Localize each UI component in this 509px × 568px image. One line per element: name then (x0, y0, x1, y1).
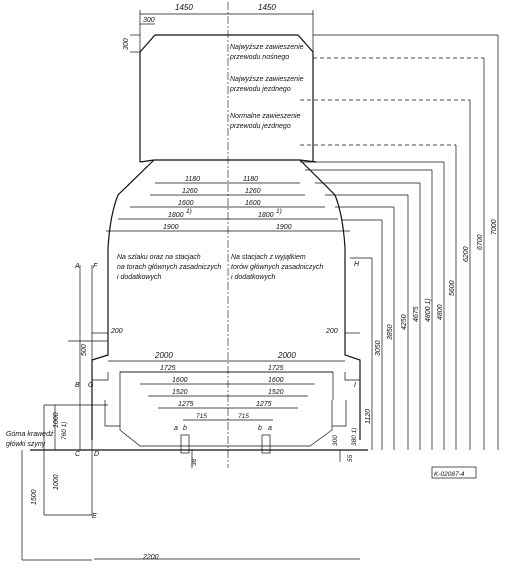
note-contact-2: przewodu jezdnego (229, 86, 291, 93)
w2000-right: 2000 (277, 351, 296, 360)
w1725-right: 1725 (268, 365, 284, 372)
w1180-right: 1180 (243, 176, 258, 183)
w1275-left: 1275 (178, 401, 194, 408)
point-C: C (75, 451, 81, 458)
point-F: F (93, 263, 98, 270)
wheel-a-left: a (174, 425, 178, 432)
wheel-b-left: b (183, 425, 187, 432)
point-D: D (94, 451, 99, 458)
outline-left (91, 159, 155, 440)
w1260-left: 1260 (182, 188, 198, 195)
w1600-right: 1600 (245, 200, 261, 207)
wheel-b-right: b (258, 425, 262, 432)
w1600b-left: 1600 (172, 377, 188, 384)
w715-left: 715 (196, 413, 207, 420)
h7000: 7000 (491, 219, 498, 235)
point-A: A (74, 263, 80, 270)
w1800-left: 1800 (168, 212, 184, 219)
h4250: 4250 (401, 314, 408, 330)
drawing-id: K-02087-4 (434, 471, 465, 478)
drawing-id-box (431, 466, 477, 479)
note-normal-2: przewodu jezdnego (229, 123, 291, 130)
right-text-3: i dodatkowych (231, 274, 275, 281)
h760: 760 1) (61, 422, 68, 440)
w1520-left: 1520 (172, 389, 188, 396)
h3850: 3850 (387, 324, 394, 340)
h1120: 1120 (365, 409, 372, 424)
point-I: I (354, 382, 356, 389)
h1000: 1000 (53, 412, 60, 428)
w1900-left: 1900 (163, 224, 179, 231)
point-E: E (92, 513, 97, 520)
w715-right: 715 (238, 413, 249, 420)
top-dimension-lines (130, 10, 314, 53)
rail-head-1: Górna krawędź (6, 431, 54, 438)
left-dimension-lines (21, 265, 108, 561)
w1800-right-note: 1) (276, 208, 282, 215)
w1800-right: 1800 (258, 212, 274, 219)
width-dimension-lines (94, 182, 360, 560)
lower-step-left (92, 372, 109, 381)
right-text-1: Na stacjach z wyjątkiem (231, 254, 306, 261)
w1900-right: 1900 (276, 224, 292, 231)
point-H: H (354, 261, 360, 268)
w1600b-right: 1600 (268, 377, 284, 384)
point-B: B (75, 382, 80, 389)
w1520-right: 1520 (268, 389, 284, 396)
h1000b: 1000 (53, 474, 60, 490)
h4800: 4800 (437, 304, 444, 320)
left-text-2: na torach głównych zasadniczych (117, 264, 221, 271)
h3050: 3050 (375, 340, 382, 356)
dim-top-right: 1450 (258, 3, 276, 12)
height-labels: 7000 6700 6200 5600 4800 4800 1) 4675 42… (31, 219, 498, 505)
dim-top-left: 1450 (175, 3, 193, 12)
lower-step-right (344, 372, 360, 381)
w1180-left: 1180 (185, 176, 200, 183)
w1725-left: 1725 (160, 365, 176, 372)
left-text-3: i dodatkowych (117, 274, 161, 281)
side-200-left: 200 (110, 328, 123, 335)
point-G: G (88, 382, 94, 389)
w1275-right: 1275 (256, 401, 272, 408)
h500: 500 (81, 344, 88, 356)
roof-line (139, 159, 317, 163)
note-carrier-2: przewodu nośnego (229, 54, 289, 61)
wheel-a-right: a (268, 425, 272, 432)
h6200: 6200 (463, 246, 470, 262)
h300: 300 (332, 435, 339, 446)
rail-left (180, 434, 190, 454)
note-carrier-1: Najwyższe zawieszenie (230, 44, 304, 51)
pantograph-envelope (139, 34, 314, 162)
dim-2200: 2200 (142, 554, 159, 561)
h380: 380 1) (351, 428, 358, 446)
w1600-left: 1600 (178, 200, 194, 207)
w1800-left-note: 1) (186, 208, 192, 215)
h1500: 1500 (31, 489, 38, 505)
outline-right (299, 159, 361, 440)
h55: 55 (347, 454, 354, 462)
dim-corner-height: 300 (123, 38, 130, 50)
right-step-low (332, 400, 347, 427)
h5600: 5600 (449, 280, 456, 296)
w1260-right: 1260 (245, 188, 261, 195)
right-text-2: torów głównych zasadniczych (231, 264, 323, 271)
height-dimension-lines (300, 34, 499, 450)
dim-corner-width: 300 (143, 17, 155, 24)
rail-right (261, 434, 271, 454)
note-contact-1: Najwyższe zawieszenie (230, 76, 304, 83)
h6700: 6700 (477, 234, 484, 250)
w2000-left: 2000 (154, 351, 173, 360)
rail-head-2: główki szyny (6, 441, 46, 448)
left-step-low (104, 400, 120, 427)
h38: 38 (191, 458, 198, 466)
h4675: 4675 (413, 306, 420, 322)
h4800-note: 4800 1) (425, 298, 432, 322)
left-text-1: Na szlaku oraz na stacjach (117, 254, 201, 261)
note-normal-1: Normalne zawieszenie (230, 113, 301, 120)
undercar-envelope (119, 400, 333, 447)
side-200-right: 200 (325, 328, 338, 335)
